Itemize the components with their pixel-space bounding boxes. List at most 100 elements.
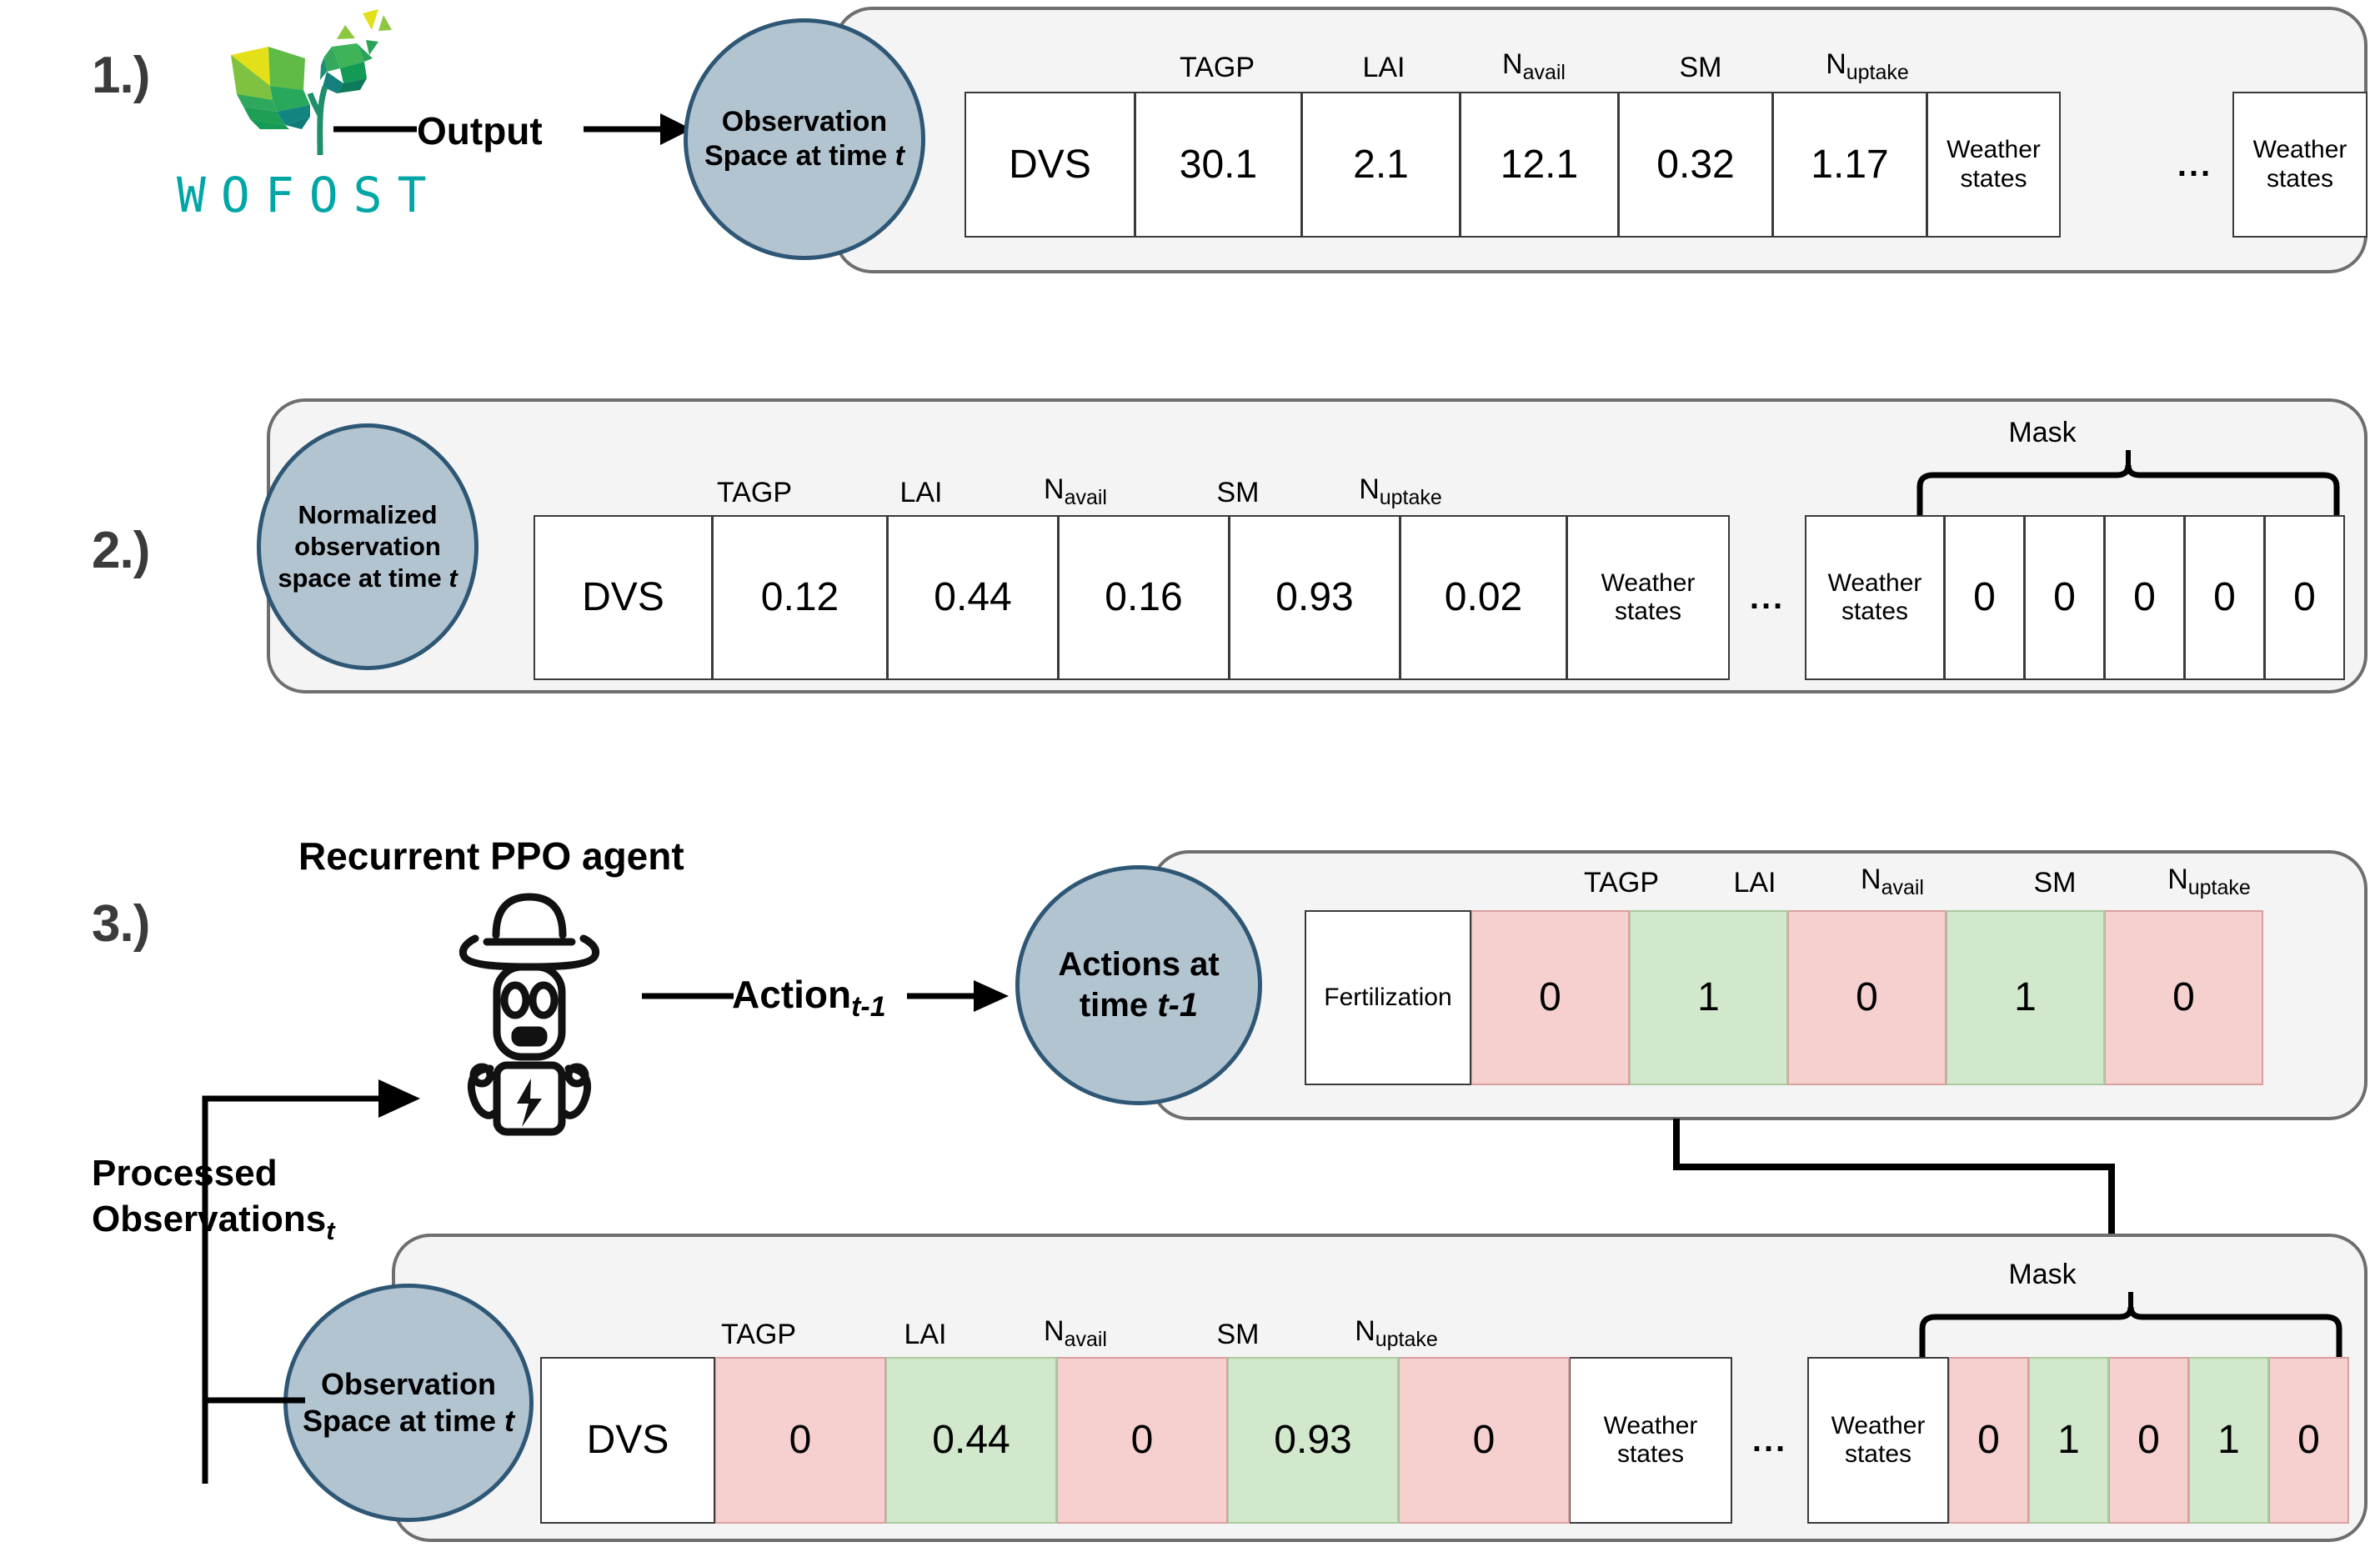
robot-agent-icon [417, 884, 642, 1142]
col-header-nuptake-r2: Nuptake [1309, 473, 1492, 509]
mask-cell-row2: Weather states [1805, 515, 1945, 680]
node-line1: Normalized [298, 500, 438, 530]
node-line2: observation [294, 532, 441, 562]
mask-brace-row4 [1916, 1292, 2349, 1359]
navail-base: N [1044, 1315, 1065, 1347]
action-cell: 1 [1630, 910, 1788, 1085]
processed-obs-line1: Processed [92, 1153, 278, 1194]
mask-cell-row4: 0 [2269, 1357, 2349, 1524]
action-label-text: Action [732, 973, 852, 1016]
mask-cell-row4: 0 [1949, 1357, 2029, 1524]
col-header-tagp-r1: TAGP [1179, 52, 1255, 83]
obs-cell-row4: 0 [1057, 1357, 1228, 1524]
node-line1: Actions at [1058, 946, 1220, 984]
col-header-sm-r4: SM [1216, 1319, 1260, 1350]
obs-cell-row2: 0.12 [713, 515, 888, 680]
step-3-number: 3.) [92, 895, 150, 953]
mask-cell-row4: 0 [2109, 1357, 2189, 1524]
mask-cell-row2: 0 [2265, 515, 2345, 680]
nuptake-sub: uptake [1846, 61, 1909, 84]
navail-base: N [1502, 48, 1523, 80]
action-cell: 0 [2105, 910, 2263, 1085]
obs-cell-row2: DVS [534, 515, 713, 680]
step-1-number: 1.) [92, 47, 150, 104]
node-italic: t [894, 140, 904, 172]
navail-base: N [1044, 473, 1065, 505]
output-arrow [333, 100, 692, 158]
wofost-logo [193, 7, 477, 173]
col-header-lai-r1: LAI [1362, 52, 1405, 83]
action-cell: Fertilization [1305, 910, 1471, 1085]
nuptake-base: N [1355, 1315, 1375, 1347]
mask-cell-row2: 0 [2105, 515, 2185, 680]
mask-brace-row2 [1913, 450, 2347, 517]
col-header-tagp-r4: TAGP [720, 1319, 797, 1350]
obs-cell-row4: 0.44 [886, 1357, 1057, 1524]
action-cell: 0 [1471, 910, 1630, 1085]
row1-ellipsis: ... [2177, 146, 2213, 183]
navail-sub: avail [1064, 1328, 1107, 1351]
obs-cell-row1: DVS [965, 92, 1135, 238]
col-header-navail-r4: Navail [992, 1315, 1159, 1351]
node-italic: t-1 [1157, 987, 1199, 1024]
action-arrow-label: Actiont-1 [732, 972, 886, 1024]
processed-observations-label: Processed Observationst [92, 1150, 335, 1248]
mask-cell-row2: 0 [2025, 515, 2105, 680]
obs-cell-row4: 0.93 [1228, 1357, 1399, 1524]
action-cell: 1 [1947, 910, 2105, 1085]
agent-label: Recurrent PPO agent [298, 834, 684, 878]
obs-cell-row1: 12.1 [1461, 92, 1619, 238]
col-header-navail-r2: Navail [992, 473, 1159, 509]
mask-cell-row4: 1 [2189, 1357, 2269, 1524]
col-header-nuptake-r4: Nuptake [1305, 1315, 1488, 1351]
action-label-sub: t-1 [851, 991, 886, 1024]
col-header-sm-r3: SM [2033, 867, 2077, 899]
node-actions-at-t-minus-1: Actions at time t-1 [1015, 865, 1262, 1105]
obs-cell-row1: 1.17 [1773, 92, 1927, 238]
node-italic: t [448, 563, 458, 593]
node-observation-space-t3: Observation Space at time t [283, 1284, 534, 1522]
obs-cell-row4: 0 [715, 1357, 886, 1524]
col-header-navail-r3: Navail [1809, 864, 1976, 899]
processed-obs-sub: t [326, 1215, 335, 1245]
col-header-sm-r2: SM [1216, 477, 1260, 508]
obs-cell-row4: DVS [540, 1357, 715, 1524]
col-header-lai-r2: LAI [899, 477, 943, 508]
mask-cell-row2: 0 [2185, 515, 2265, 680]
node-normalized-observation-space: Normalized observation space at time t [257, 423, 479, 670]
node-line2: Space at time [704, 140, 895, 172]
obs-cell-row4: Weather states [1570, 1357, 1732, 1524]
node-line2: time [1079, 987, 1158, 1024]
mask-cell-row4: 1 [2029, 1357, 2109, 1524]
nuptake-sub: uptake [1375, 1328, 1438, 1351]
step-2-number: 2.) [92, 522, 150, 579]
wofost-plant-icon [231, 9, 392, 156]
node-observation-space-t1: Observation Space at time t [684, 18, 925, 260]
navail-sub: avail [1881, 876, 1924, 899]
col-header-nuptake-r1: Nuptake [1776, 48, 1959, 84]
node-line1: Observation [320, 1367, 497, 1402]
navail-base: N [1861, 864, 1881, 895]
processed-obs-line2: Observations [92, 1199, 327, 1239]
nuptake-sub: uptake [2187, 876, 2251, 899]
mask-label-row2: Mask [2008, 417, 2077, 448]
col-header-nuptake-r3: Nuptake [2117, 864, 2301, 899]
col-header-tagp-r3: TAGP [1583, 867, 1660, 899]
obs-cell-row1-trailing: Weather states [2232, 92, 2367, 238]
navail-sub: avail [1064, 486, 1107, 509]
node-line2: Space at time [302, 1404, 505, 1438]
mask-cell-row2: 0 [1945, 515, 2025, 680]
obs-cell-row2: 0.16 [1059, 515, 1230, 680]
col-header-lai-r3: LAI [1733, 867, 1776, 899]
obs-to-feedback-connector [200, 1384, 308, 1417]
obs-cell-row1: Weather states [1927, 92, 2061, 238]
obs-cell-row4: 0 [1399, 1357, 1570, 1524]
obs-cell-row1: 0.32 [1619, 92, 1773, 238]
nuptake-base: N [2167, 864, 2188, 895]
obs-cell-row2: 0.02 [1400, 515, 1567, 680]
